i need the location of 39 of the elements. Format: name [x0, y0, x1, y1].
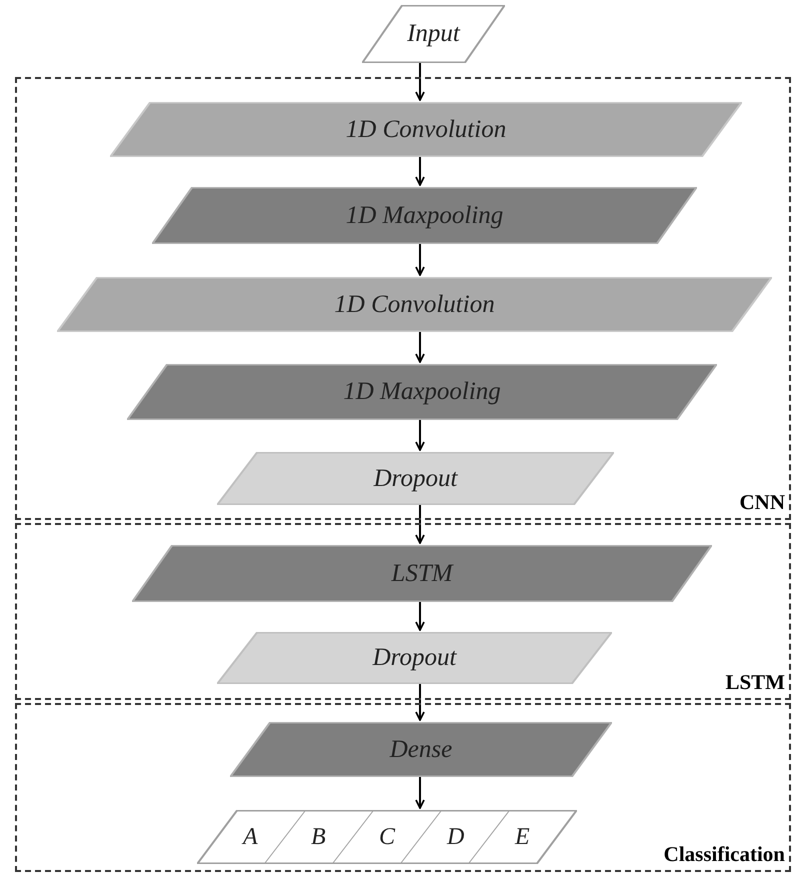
layer-label: Dense: [390, 734, 452, 765]
group-label: CNN: [740, 488, 785, 516]
parallelogram-box: [197, 810, 577, 864]
layer-label: 1D Maxpooling: [346, 200, 504, 231]
layer-label: Input: [407, 19, 460, 50]
class-label: B: [311, 825, 326, 849]
layer-label: Dropout: [372, 643, 456, 674]
class-label: D: [447, 825, 464, 849]
dashed-group-box: [15, 77, 791, 520]
parallelogram-box: [217, 632, 612, 684]
layer-label: Dropout: [374, 464, 458, 494]
arrow: [415, 600, 425, 631]
layer-label: 1D Convolution: [334, 290, 495, 320]
layer-label: 1D Maxpooling: [343, 377, 501, 408]
parallelogram-box: [127, 364, 717, 420]
class-label: A: [243, 825, 258, 849]
parallelogram-box: [132, 545, 712, 602]
group-label: LSTM: [725, 668, 785, 696]
arrow: [415, 418, 425, 451]
layer-label: LSTM: [391, 558, 453, 589]
parallelogram-box: [152, 187, 697, 244]
arrow: [415, 155, 425, 186]
parallelogram-box: [362, 5, 505, 63]
parallelogram-box: [110, 102, 742, 157]
arrow: [415, 330, 425, 363]
layer-label: 1D Convolution: [346, 114, 506, 145]
arrow: [415, 63, 425, 101]
parallelogram-box: [217, 452, 614, 505]
parallelogram-box: [57, 277, 772, 332]
group-label: Classification: [664, 840, 785, 868]
class-label: C: [379, 825, 396, 849]
arrow: [415, 503, 425, 544]
dashed-group-box: [15, 523, 791, 700]
class-label: E: [515, 825, 530, 849]
arrow: [415, 682, 425, 721]
arrow: [415, 775, 425, 809]
parallelogram-box: [230, 722, 612, 777]
dashed-group-box: [15, 703, 791, 872]
arrow: [415, 242, 425, 276]
